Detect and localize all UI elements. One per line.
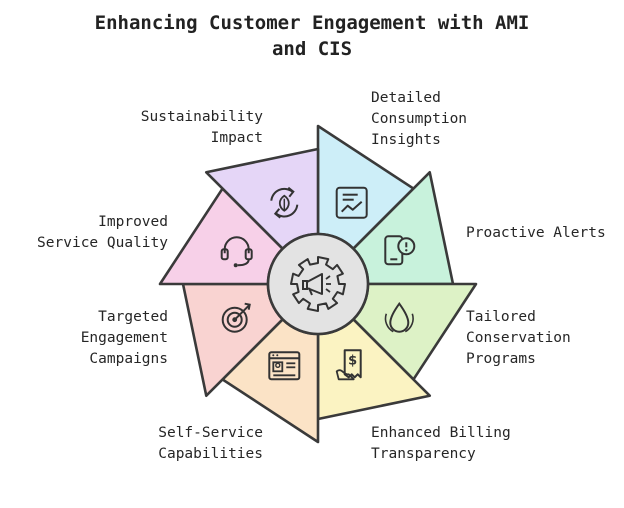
headset-icon xyxy=(220,236,253,268)
label-sustainability-line-1: Sustainability xyxy=(140,109,263,125)
label-conservation-line-3: Programs xyxy=(466,351,536,367)
svg-text:$: $ xyxy=(348,353,357,368)
bill-icon: $ xyxy=(335,349,362,381)
label-consumption-line-3: Insights xyxy=(371,132,441,148)
label-quality: Improved Service Quality xyxy=(37,212,168,254)
label-campaigns-line-1: Targeted xyxy=(98,309,168,325)
label-campaigns-line-3: Campaigns xyxy=(89,351,168,367)
label-campaigns-line-2: Engagement xyxy=(80,330,168,346)
label-conservation: Tailored Conservation Programs xyxy=(466,307,571,370)
label-consumption-line-2: Consumption xyxy=(371,111,468,127)
label-billing: Enhanced Billing Transparency xyxy=(371,423,511,465)
label-consumption: Detailed Consumption Insights xyxy=(371,88,467,151)
recycle-leaf-icon xyxy=(270,186,299,219)
megaphone-gear-icon xyxy=(290,256,346,312)
label-selfservice-line-1: Self-Service xyxy=(158,425,263,441)
title-line-2: and CIS xyxy=(271,38,353,60)
label-billing-line-2: Transparency xyxy=(371,446,476,462)
chart-icon xyxy=(335,186,368,219)
phone-alert-icon xyxy=(384,235,416,266)
label-sustainability: Sustainability Impact xyxy=(141,107,263,149)
label-quality-line-2: Service Quality xyxy=(37,235,168,251)
label-conservation-line-2: Conservation xyxy=(466,330,571,346)
center-hub xyxy=(266,232,370,336)
label-quality-line-1: Improved xyxy=(98,214,168,230)
label-conservation-line-1: Tailored xyxy=(466,309,536,325)
label-campaigns: Targeted Engagement Campaigns xyxy=(81,307,168,370)
diagram-title: Enhancing Customer Engagement with AMI a… xyxy=(0,10,624,62)
dashboard-icon xyxy=(268,351,301,381)
label-billing-line-1: Enhanced Billing xyxy=(371,425,511,441)
label-selfservice: Self-Service Capabilities xyxy=(158,423,263,465)
label-consumption-line-1: Detailed xyxy=(371,90,441,106)
title-line-1: Enhancing Customer Engagement with AMI xyxy=(94,12,530,34)
label-alerts: Proactive Alerts xyxy=(466,223,606,244)
water-drop-icon xyxy=(384,301,414,333)
label-sustainability-line-2: Impact xyxy=(210,130,263,146)
target-icon xyxy=(221,302,251,333)
label-selfservice-line-2: Capabilities xyxy=(158,446,263,462)
label-alerts-line-1: Proactive Alerts xyxy=(466,225,606,241)
